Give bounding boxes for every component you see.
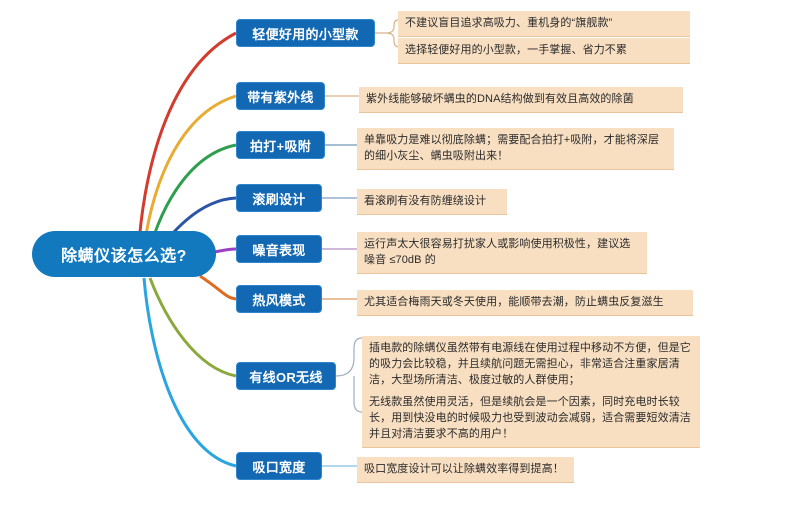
leaf-text-roller-brush-1: 看滚刷有没有防缠绕设计	[364, 195, 487, 207]
leaf-wire-wired-wireless	[335, 337, 363, 413]
leaf-text-small-light-1: 不建议盲目追求高吸力、重机身的“旗舰款”	[405, 17, 613, 29]
branch-node-roller-brush[interactable]: 滚刷设计	[236, 184, 322, 212]
wire-noise	[213, 247, 237, 254]
branch-label-small-light: 轻便好用的小型款	[252, 26, 359, 42]
leaf-box-small-light-2[interactable]: 选择轻便好用的小型款，一手掌握、省力不累	[398, 38, 690, 64]
branch-node-wired-wireless[interactable]: 有线OR无线	[236, 362, 336, 390]
leaf-text-uv-light-1: 紫外线能够破坏螨虫的DNA结构做到有效且高效的除菌	[366, 93, 634, 105]
leaf-text-small-light-2: 选择轻便好用的小型款，一手掌握、省力不累	[405, 44, 627, 56]
leaf-box-noise-1[interactable]: 运行声太大很容易打扰家人或影响使用积极性，建议选噪音 ≤70dB 的	[357, 232, 647, 274]
branch-label-uv-light: 带有紫外线	[247, 89, 314, 105]
leaf-box-wired-wireless-2[interactable]: 无线款虽然使用灵活，但是续航会是一个因素，同时充电时长较长，用到快没电的时候吸力…	[362, 390, 700, 448]
branch-label-roller-brush: 滚刷设计	[252, 191, 306, 207]
leaf-box-small-light-1[interactable]: 不建议盲目追求高吸力、重机身的“旗舰款”	[398, 11, 690, 37]
wire-hot-air	[199, 274, 237, 301]
leaf-text-wired-wireless-1: 插电款的除螨仪虽然带有电源线在使用过程中移动不方便，但是它的吸力会比较稳，并且续…	[369, 342, 691, 386]
leaf-text-nozzle-width-1: 吸口宽度设计可以让除螨效率得到提高！	[364, 463, 564, 475]
leaf-box-hot-air-1[interactable]: 尤其适合梅雨天或冬天使用，能顺带去潮，防止螨虫反复滋生	[357, 290, 693, 316]
leaf-box-nozzle-width-1[interactable]: 吸口宽度设计可以让除螨效率得到提高！	[357, 457, 574, 483]
branch-node-hot-air[interactable]: 热风模式	[236, 285, 322, 313]
leaf-wire-small-light	[374, 19, 400, 48]
wire-nozzle-width	[142, 277, 237, 468]
leaf-text-beat-suction-1: 单靠吸力是难以彻底除螨；需要配合拍打+吸附，才能将深层的细小灰尘、螨虫吸附出来！	[364, 134, 660, 162]
leaf-text-noise-1: 运行声太大很容易打扰家人或影响使用积极性，建议选噪音 ≤70dB 的	[364, 238, 631, 266]
branch-node-beat-suction[interactable]: 拍打+吸附	[236, 131, 325, 159]
branch-label-hot-air: 热风模式	[252, 292, 306, 308]
branch-node-noise[interactable]: 噪音表现	[236, 235, 322, 263]
root-node-label: 除螨仪该怎么选?	[61, 248, 187, 265]
branch-label-wired-wireless: 有线OR无线	[249, 369, 323, 385]
wire-wired-wireless	[148, 277, 237, 378]
branch-label-noise: 噪音表现	[252, 242, 306, 258]
leaf-box-wired-wireless-1[interactable]: 插电款的除螨仪虽然带有电源线在使用过程中移动不方便，但是它的吸力会比较稳，并且续…	[362, 336, 700, 394]
leaf-text-wired-wireless-2: 无线款虽然使用灵活，但是续航会是一个因素，同时充电时长较长，用到快没电的时候吸力…	[369, 396, 691, 440]
branch-node-nozzle-width[interactable]: 吸口宽度	[236, 452, 322, 480]
branch-label-beat-suction: 拍打+吸附	[249, 138, 312, 154]
branch-label-nozzle-width: 吸口宽度	[252, 459, 306, 475]
branch-node-small-light[interactable]: 轻便好用的小型款	[236, 19, 375, 47]
leaf-box-beat-suction-1[interactable]: 单靠吸力是难以彻底除螨；需要配合拍打+吸附，才能将深层的细小灰尘、螨虫吸附出来！	[357, 128, 674, 170]
wire-small-light	[136, 31, 237, 259]
leaf-box-roller-brush-1[interactable]: 看滚刷有没有防缠绕设计	[357, 189, 507, 215]
branch-node-uv-light[interactable]: 带有紫外线	[236, 82, 325, 110]
leaf-text-hot-air-1: 尤其适合梅雨天或冬天使用，能顺带去潮，防止螨虫反复滋生	[364, 296, 664, 308]
root-node[interactable]: 除螨仪该怎么选?	[32, 231, 216, 277]
leaf-box-uv-light-1[interactable]: 紫外线能够破坏螨虫的DNA结构做到有效且高效的除菌	[359, 87, 683, 113]
